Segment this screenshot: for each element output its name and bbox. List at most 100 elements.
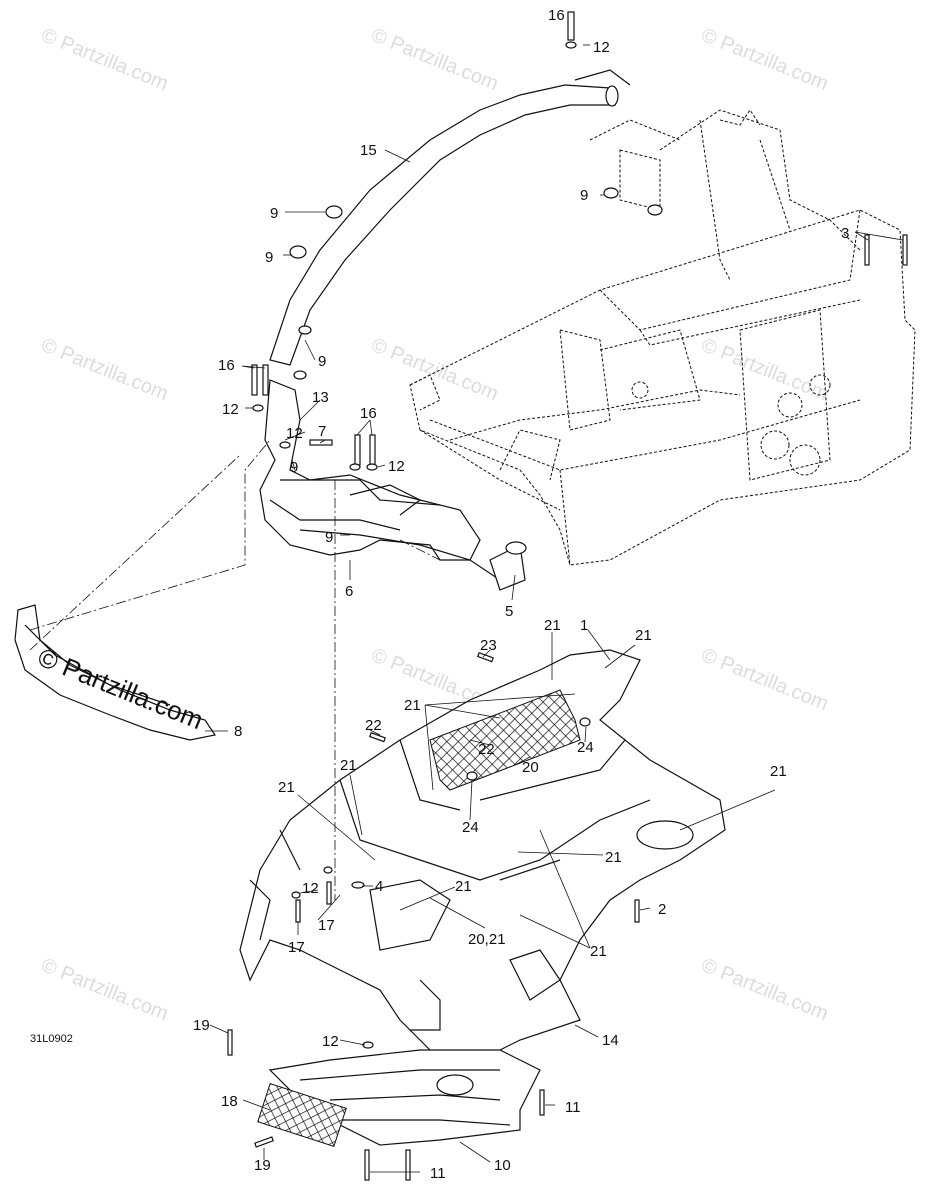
callout-label: 9: [265, 249, 273, 266]
rivet-11-c: [405, 1149, 411, 1181]
rivet-11-b: [364, 1149, 370, 1181]
grommet-24-b: [466, 771, 478, 781]
washer-12-b: [252, 404, 264, 412]
callout-label: 18: [221, 1093, 238, 1110]
callout-label: 19: [193, 1017, 210, 1034]
watermark: © Partzilla.com: [698, 644, 831, 715]
callout-label: 9: [318, 353, 326, 370]
watermark: © Partzilla.com: [698, 24, 831, 95]
watermark: © Partzilla.com: [38, 24, 171, 95]
bottom-pan-part: [239, 649, 726, 1061]
callout-labels: 16 12 15 9 9 9 3 16 9 12 13 12 7 16 12 9…: [193, 7, 849, 1182]
rivet-17-a: [295, 899, 301, 923]
nut-9-d: [293, 370, 307, 380]
nut-9-a: [325, 205, 343, 219]
callout-label: 21: [278, 779, 295, 796]
nut-9-c: [298, 325, 312, 335]
callout-label: 21: [455, 878, 472, 895]
callout-label: 9: [270, 205, 278, 222]
callout-label: 12: [593, 39, 610, 56]
callout-label: 20: [522, 759, 539, 776]
grommet-24-a: [579, 717, 591, 727]
rivet-19-b: [254, 1136, 274, 1148]
callout-label: 9: [325, 529, 333, 546]
washer-12-e: [279, 441, 291, 449]
bolt-3-b: [902, 234, 908, 266]
watermark: © Partzilla.com: [368, 24, 501, 95]
callout-label: 21: [404, 697, 421, 714]
rivet-19-a: [227, 1029, 233, 1056]
callout-label: 8: [234, 723, 242, 740]
callout-label: 21: [544, 617, 561, 634]
diagram-code: 31L0902: [30, 1033, 73, 1045]
callout-label: 21: [590, 943, 607, 960]
assembly-lines: [29, 439, 441, 900]
callout-label: 12: [302, 880, 319, 897]
callout-label: 13: [312, 389, 329, 406]
rivet-22: [368, 731, 386, 743]
callout-label: 21: [770, 763, 787, 780]
chassis-frame: [409, 109, 916, 566]
callout-label: 17: [318, 917, 335, 934]
callout-label: 16: [360, 405, 377, 422]
rivet-11-a: [539, 1089, 545, 1116]
callout-label: 12: [222, 401, 239, 418]
nut-9-e: [603, 187, 619, 199]
callout-label: 22: [365, 717, 382, 734]
callout-label: 4: [375, 878, 383, 895]
callout-label: 16: [218, 357, 235, 374]
callout-label: 20,21: [468, 931, 506, 948]
callout-label: 9: [580, 187, 588, 204]
washer-12-top: [565, 41, 577, 49]
rivet-17-b: [326, 881, 332, 905]
watermark: © Partzilla.com: [698, 954, 831, 1025]
watermark: © Partzilla.com: [38, 334, 171, 405]
watermark: © Partzilla.com: [38, 954, 171, 1025]
callout-label: 14: [602, 1032, 619, 1049]
bolt-3-a: [864, 234, 870, 266]
callout-label: 9: [290, 459, 298, 476]
callout-label: 17: [288, 939, 305, 956]
callout-label: 15: [360, 142, 377, 159]
watermark: © Partzilla.com: [698, 334, 831, 405]
callout-label: 6: [345, 583, 353, 600]
mesh-20-part: [429, 689, 581, 791]
bolt-16-a: [251, 364, 258, 396]
callout-label: 21: [635, 627, 652, 644]
callout-label: 7: [318, 423, 326, 440]
callout-label: 12: [322, 1033, 339, 1050]
washer-12-c: [349, 463, 361, 471]
callout-label: 23: [480, 637, 497, 654]
callout-label: 16: [548, 7, 565, 24]
bolt-16-top: [567, 11, 575, 41]
mesh-18-part: [257, 1082, 347, 1148]
callout-label: 2: [658, 901, 666, 918]
washer-12-d: [366, 463, 378, 471]
callout-label: 22: [478, 741, 495, 758]
washer-12-g: [323, 866, 333, 874]
callout-label: 24: [577, 739, 594, 756]
callout-label: 11: [565, 1099, 581, 1116]
callout-label: 21: [605, 849, 622, 866]
nut-9-f: [647, 204, 663, 216]
callout-label: 12: [286, 425, 303, 442]
bolt-16-b: [262, 364, 269, 396]
callout-label: 10: [494, 1157, 511, 1174]
fastener-group: [227, 11, 908, 1181]
callout-label: 11: [430, 1165, 446, 1182]
bolt-16-d: [369, 434, 376, 466]
washer-12-f: [291, 891, 301, 899]
front-handle-part: [14, 604, 216, 741]
callout-label: 19: [254, 1157, 271, 1174]
washer-4: [351, 881, 365, 889]
nut-9-b: [289, 245, 307, 259]
handle-bar-part: [269, 69, 631, 366]
callout-label: 12: [388, 458, 405, 475]
callout-label: 21: [340, 757, 357, 774]
callout-label: 1: [580, 617, 588, 634]
callout-label: 24: [462, 819, 479, 836]
leader-lines: [205, 44, 904, 1173]
bumper-assembly-part: [259, 379, 527, 591]
rivet-23: [476, 651, 494, 663]
